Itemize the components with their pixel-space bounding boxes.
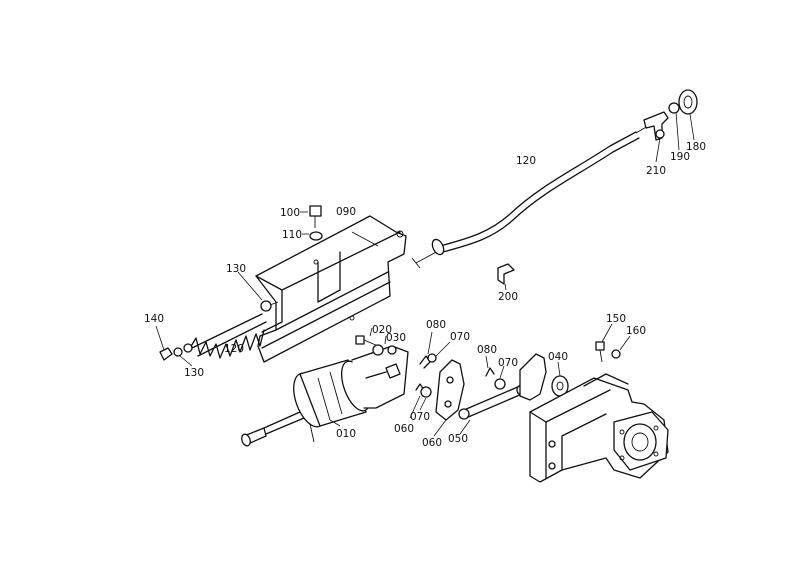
lever-040 <box>519 353 569 401</box>
label-190: 190 <box>670 151 690 163</box>
label-070c: 070 <box>498 357 518 369</box>
cable-120 <box>411 125 649 269</box>
label-100: 100 <box>280 207 300 219</box>
label-080b: 080 <box>477 344 497 356</box>
label-130a: 130 <box>226 263 246 275</box>
bracket-090 <box>255 215 407 363</box>
label-080a: 080 <box>426 319 446 331</box>
label-010: 010 <box>336 428 356 440</box>
label-060b: 060 <box>422 437 442 449</box>
label-160: 160 <box>626 325 646 337</box>
link-rod-050 <box>458 384 528 435</box>
label-070a: 070 <box>450 331 470 343</box>
nuts-140-130 <box>155 325 193 367</box>
label-070b: 070 <box>410 411 430 423</box>
label-020: 020 <box>372 324 392 336</box>
label-130b: 130 <box>184 367 204 379</box>
label-060a: 060 <box>394 423 414 435</box>
bolts-150-160 <box>595 323 631 363</box>
part-labels: 010 020 030 040 050 060 060 070 070 070 … <box>144 141 706 449</box>
label-040: 040 <box>548 351 568 363</box>
spring-120 <box>189 271 279 359</box>
clips-080-070-060 <box>409 331 506 419</box>
lever-060 <box>433 359 465 437</box>
injection-pump-housing <box>529 373 669 483</box>
label-150: 150 <box>606 313 626 325</box>
clip-200 <box>497 263 515 291</box>
label-120a: 120 <box>516 155 536 167</box>
cable-end-fittings <box>643 89 698 163</box>
label-210: 210 <box>646 165 666 177</box>
label-120b: 120 <box>224 343 244 355</box>
label-030: 030 <box>386 332 406 344</box>
label-090: 090 <box>336 206 356 218</box>
label-110: 110 <box>282 229 302 241</box>
label-200: 200 <box>498 291 518 303</box>
label-140: 140 <box>144 313 164 325</box>
bolts-020-030 <box>355 327 397 356</box>
bolt-100 <box>300 205 323 241</box>
solenoid-010 <box>241 345 409 447</box>
label-050: 050 <box>448 433 468 445</box>
label-180: 180 <box>686 141 706 153</box>
